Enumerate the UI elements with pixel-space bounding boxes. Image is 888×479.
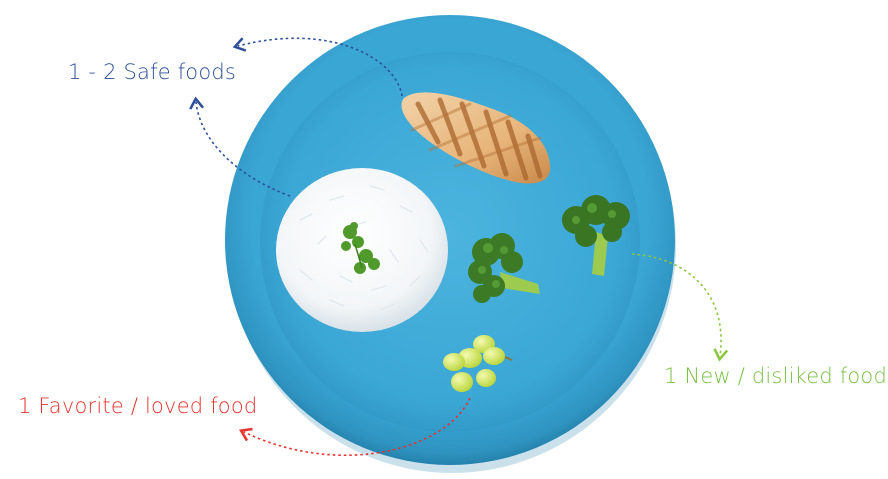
- safe-foods-label: 1 - 2 Safe foods: [68, 62, 236, 83]
- rice-icon: [276, 168, 448, 332]
- favorite-loved-food-label: 1 Favorite / loved food: [18, 396, 257, 417]
- new-disliked-food-label: 1 New / disliked food: [664, 366, 887, 387]
